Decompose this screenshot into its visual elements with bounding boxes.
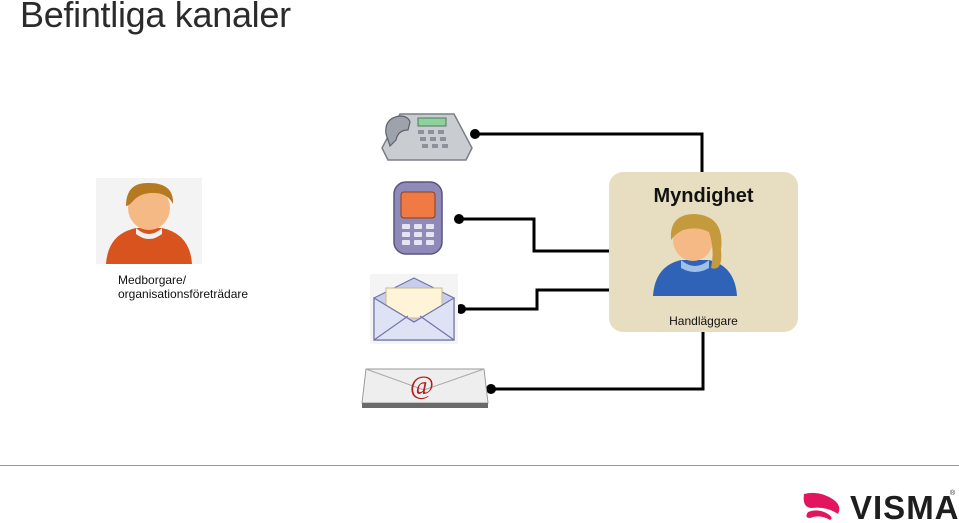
connector-mobile — [459, 217, 609, 253]
svg-text:VISMA: VISMA — [850, 489, 958, 522]
connector-desk-phone — [475, 132, 704, 172]
connector-dot-email — [486, 384, 496, 394]
connector-letter — [461, 288, 609, 311]
connector-dot-letter — [456, 304, 466, 314]
mobile-phone-icon — [393, 181, 443, 255]
footer-divider — [0, 465, 959, 466]
svg-text:®: ® — [950, 489, 956, 497]
connector-email — [491, 332, 705, 391]
svg-text:@: @ — [410, 371, 434, 400]
case-officer-avatar-icon — [653, 214, 737, 296]
letter-envelope-icon — [370, 274, 458, 344]
citizen-label-line1: Medborgare/ — [118, 273, 187, 287]
desk-phone-icon — [381, 113, 473, 161]
citizen-label: Medborgare/ organisationsföreträdare — [118, 273, 248, 301]
visma-logo: VISMA ® — [803, 489, 958, 522]
citizen-label-line2: organisationsföreträdare — [118, 287, 249, 301]
connector-dot-desk-phone — [470, 129, 480, 139]
connector-dot-mobile — [454, 214, 464, 224]
citizen-avatar-icon — [96, 178, 202, 264]
page-title: Befintliga kanaler — [20, 0, 291, 35]
agency-title: Myndighet — [653, 185, 754, 207]
agency-role: Handläggare — [669, 314, 738, 328]
agency-box: Myndighet Handläggare — [609, 172, 798, 332]
email-envelope-icon: @ — [361, 368, 489, 408]
